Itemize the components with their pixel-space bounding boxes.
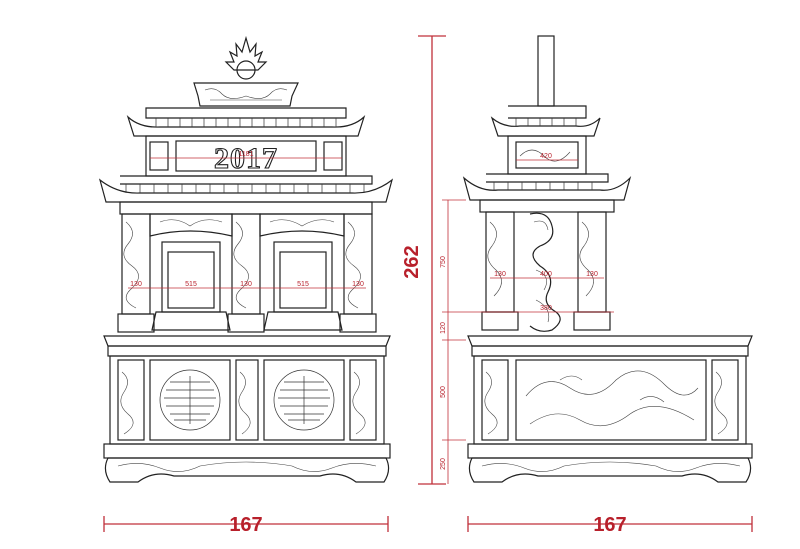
dragon-relief-panel: [515, 359, 707, 441]
dim-left-col: 130: [130, 281, 142, 288]
side-width-label: 167: [593, 514, 626, 536]
roof-crest: [193, 82, 299, 107]
side-upper-roof: [490, 116, 601, 137]
front-body: [109, 355, 385, 445]
front-plinth: [104, 457, 390, 483]
side-body: [473, 355, 747, 445]
front-niches: [149, 213, 345, 331]
height-body-label: 500: [440, 386, 447, 398]
sun-disc: [236, 60, 256, 80]
dim-right-col: 130: [352, 281, 364, 288]
side-lower-roof: [462, 175, 632, 201]
spire: [537, 35, 555, 107]
dim-mid-col: 130: [240, 281, 252, 288]
side-right-col-label: 130: [586, 271, 598, 278]
longevity-medallions: [159, 369, 335, 431]
dim-niche-left: 515: [185, 281, 197, 288]
lower-roof: [98, 178, 394, 203]
front-width-label: 167: [229, 514, 262, 536]
height-plinth-label: 250: [440, 458, 447, 470]
height-dimensions: 262 750 120 500 250: [401, 35, 466, 485]
upper-roof: [126, 115, 366, 137]
plaque-width-label: 1181: [238, 151, 253, 158]
flame-finial: [224, 35, 268, 71]
dim-niche-right: 515: [297, 281, 309, 288]
side-ledge: [467, 335, 753, 347]
front-columns: [117, 213, 377, 333]
side-view: 420 130 400 130 380: [462, 35, 753, 536]
dragon-carving: [529, 212, 561, 332]
front-ledge: [103, 335, 391, 347]
height-ledge-label: 120: [440, 322, 447, 334]
side-top-panel-label: 420: [540, 153, 552, 160]
side-overall-width: 167: [467, 514, 753, 536]
side-center-label: 400: [540, 271, 552, 278]
overall-height-label: 262: [401, 245, 423, 278]
height-upper-label: 750: [440, 256, 447, 268]
front-view: 2017 1181: [98, 35, 394, 536]
side-left-col-label: 130: [494, 271, 506, 278]
side-base-label: 380: [540, 305, 552, 312]
year-plaque-text: 2017: [214, 142, 278, 175]
front-overall-width: 167: [103, 514, 389, 536]
year-plaque: [175, 140, 317, 172]
side-plinth: [468, 457, 752, 483]
